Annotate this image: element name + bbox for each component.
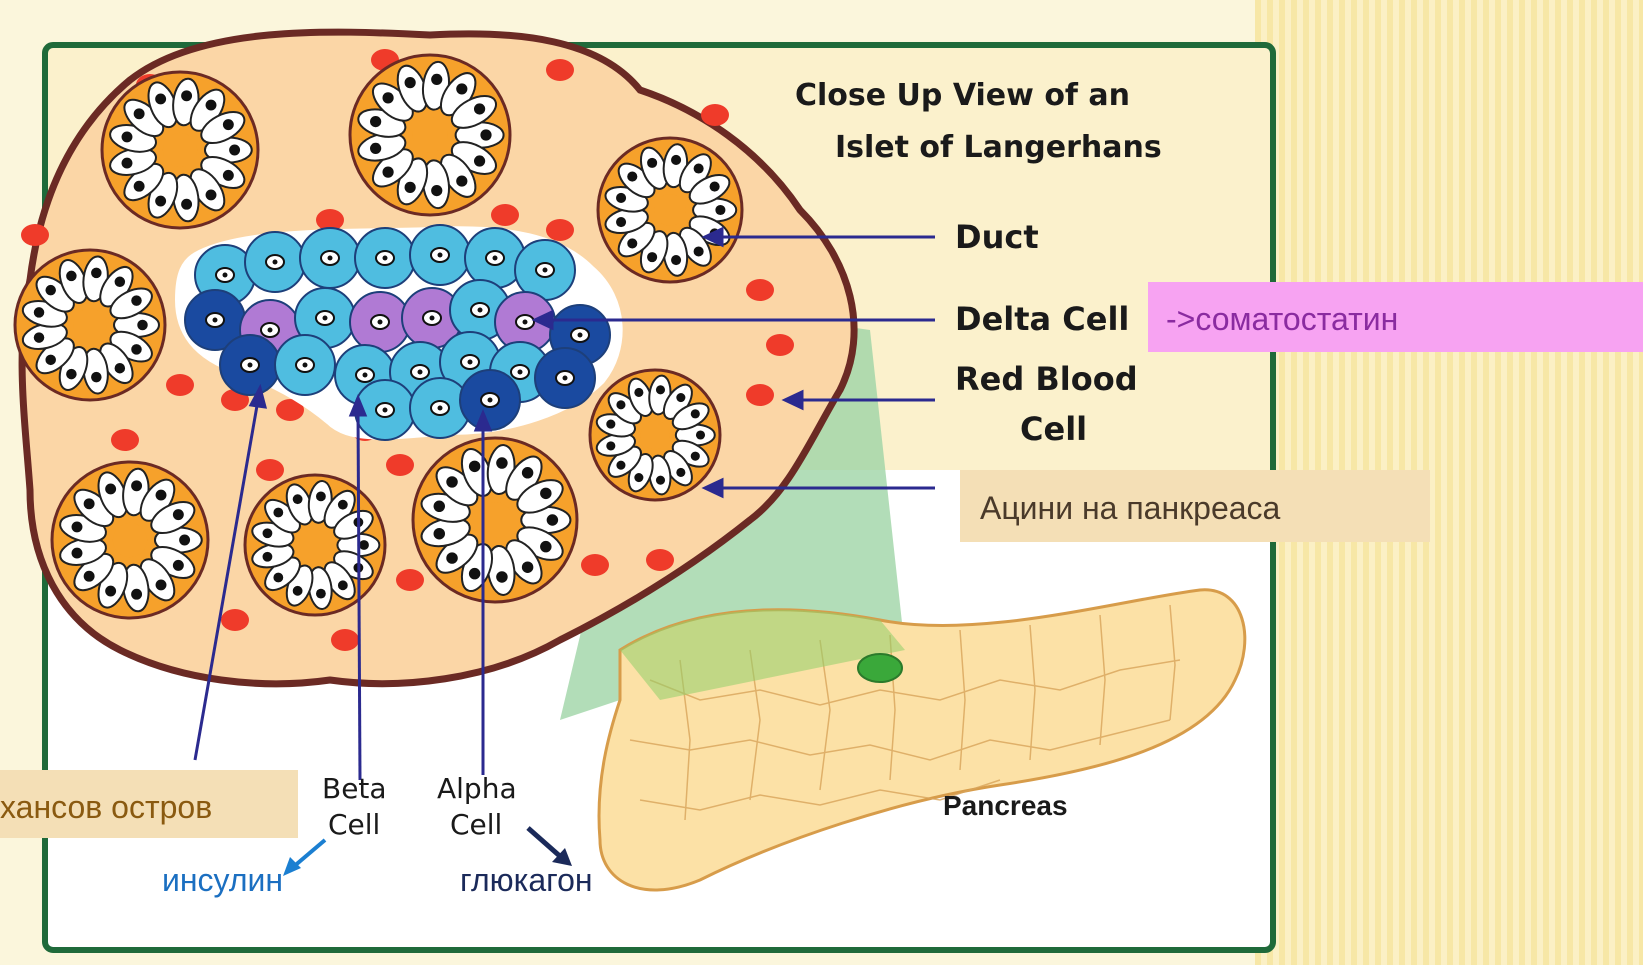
label-red-blood-cell: Cell bbox=[1020, 410, 1087, 448]
red-blood-cell bbox=[546, 219, 574, 241]
acinus bbox=[598, 138, 742, 282]
red-blood-cell bbox=[581, 554, 609, 576]
red-blood-cell bbox=[646, 549, 674, 571]
red-blood-cell bbox=[491, 204, 519, 226]
label-alpha-cell: Cell bbox=[450, 808, 502, 841]
label-alpha: Alpha bbox=[437, 772, 517, 805]
delta-cell bbox=[350, 292, 410, 352]
label-delta-cell: Delta Cell bbox=[955, 300, 1129, 338]
acinus bbox=[245, 475, 385, 615]
red-blood-cell bbox=[166, 374, 194, 396]
diagram-title-line1: Close Up View of an bbox=[795, 78, 1130, 113]
beta-cell bbox=[410, 225, 470, 285]
beta-cell bbox=[245, 232, 305, 292]
acinus bbox=[350, 55, 510, 215]
diagram-title-line2: Islet of Langerhans bbox=[835, 130, 1162, 165]
beta-cell bbox=[275, 335, 335, 395]
alpha-cell bbox=[460, 370, 520, 430]
acinus bbox=[52, 462, 208, 618]
red-blood-cell bbox=[746, 279, 774, 301]
glucagon-label: глюкагон bbox=[460, 862, 593, 899]
label-duct: Duct bbox=[955, 218, 1039, 256]
red-blood-cell bbox=[21, 224, 49, 246]
acinus bbox=[413, 438, 577, 602]
beta-cell bbox=[300, 228, 360, 288]
acinus bbox=[15, 250, 165, 400]
somatostatin-box: ->соматостатин bbox=[1148, 282, 1643, 352]
red-blood-cell bbox=[331, 629, 359, 651]
islet-box: хансов остров bbox=[0, 770, 298, 838]
label-beta-cell: Cell bbox=[328, 808, 380, 841]
red-blood-cell bbox=[766, 334, 794, 356]
beta-cell bbox=[515, 240, 575, 300]
red-blood-cell bbox=[701, 104, 729, 126]
label-beta: Beta bbox=[322, 772, 387, 805]
red-blood-cell bbox=[221, 609, 249, 631]
red-blood-cell bbox=[111, 429, 139, 451]
alpha-cell bbox=[535, 348, 595, 408]
red-blood-cell bbox=[256, 459, 284, 481]
red-blood-cell bbox=[386, 454, 414, 476]
label-red-blood: Red Blood bbox=[955, 360, 1138, 398]
alpha-cell bbox=[220, 335, 280, 395]
acinus bbox=[102, 72, 258, 228]
label-pancreas: Pancreas bbox=[943, 790, 1068, 822]
acini-box: Ацини на панкреаса bbox=[960, 470, 1430, 542]
red-blood-cell bbox=[546, 59, 574, 81]
red-blood-cell bbox=[746, 384, 774, 406]
acinus bbox=[590, 370, 720, 500]
beta-cell bbox=[355, 228, 415, 288]
red-blood-cell bbox=[396, 569, 424, 591]
insulin-label: инсулин bbox=[162, 862, 283, 899]
